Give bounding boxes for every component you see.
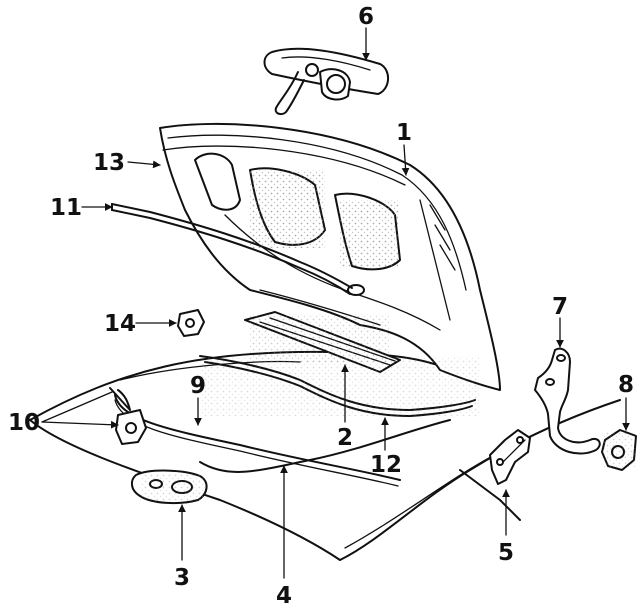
callout-10: 10 bbox=[8, 410, 40, 436]
callout-9: 9 bbox=[190, 373, 206, 399]
callout-7: 7 bbox=[552, 294, 568, 320]
callout-4: 4 bbox=[276, 583, 292, 609]
hood-seal bbox=[162, 145, 406, 186]
callout-6: 6 bbox=[358, 4, 374, 30]
callout-11: 11 bbox=[50, 195, 82, 221]
hood-striker bbox=[109, 387, 147, 445]
hood-hinge-lower bbox=[489, 429, 531, 485]
callout-14: 14 bbox=[104, 311, 136, 337]
callout-5: 5 bbox=[498, 540, 514, 566]
hood-latch bbox=[263, 47, 389, 116]
callout-3: 3 bbox=[174, 565, 190, 591]
callout-2: 2 bbox=[337, 425, 353, 451]
hood-latch-side bbox=[601, 429, 637, 471]
callout-leaders bbox=[41, 27, 630, 579]
release-cable bbox=[199, 419, 451, 473]
hood-bumper bbox=[177, 309, 205, 337]
weatherstrip bbox=[199, 355, 480, 417]
hood-hinge-upper bbox=[534, 347, 601, 455]
callout-12: 12 bbox=[370, 452, 402, 478]
release-handle bbox=[130, 469, 208, 505]
hood-panel bbox=[159, 122, 501, 391]
callout-13: 13 bbox=[93, 150, 125, 176]
callout-8: 8 bbox=[618, 372, 634, 398]
callout-1: 1 bbox=[396, 120, 412, 146]
